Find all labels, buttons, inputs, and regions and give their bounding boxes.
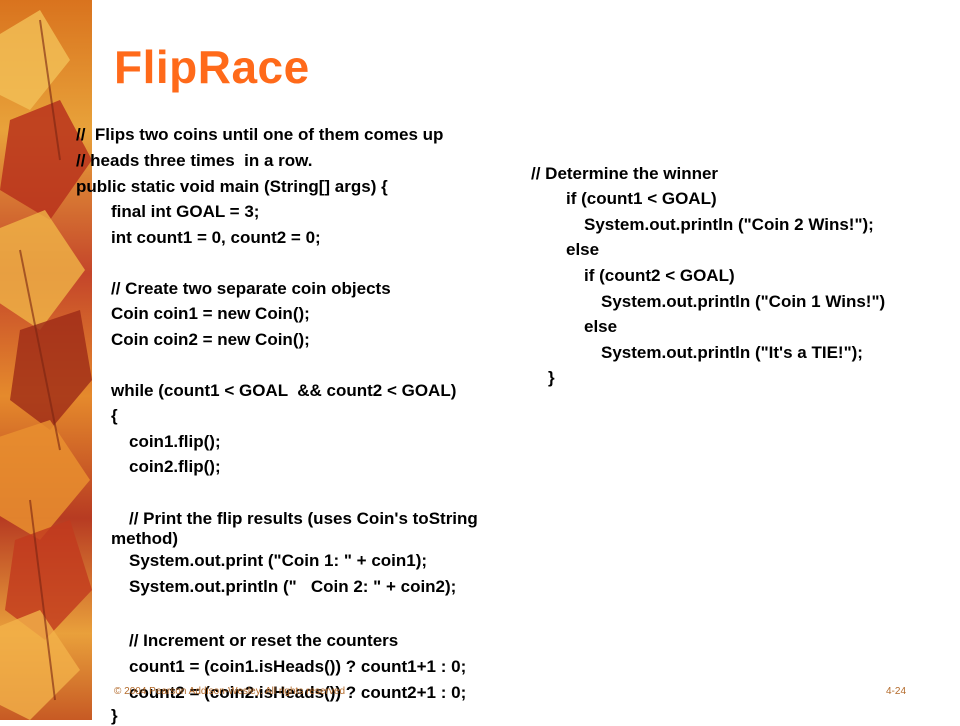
code-line: coin2.flip(); (129, 457, 221, 476)
code-line: count1 = (coin1.isHeads()) ? count1+1 : … (129, 657, 467, 676)
code-line: System.out.println ("Coin 2 Wins!"); (584, 215, 874, 234)
slide-number: 4-24 (886, 686, 907, 697)
code-line: // Increment or reset the counters (129, 631, 399, 650)
code-line: // Print the flip results (uses Coin's t… (129, 509, 478, 528)
code-line: while (count1 < GOAL && count2 < GOAL) (111, 381, 457, 400)
code-line: { (111, 406, 118, 425)
code-line: if (count2 < GOAL) (584, 266, 735, 285)
code-line: public static void main (String[] args) … (76, 177, 388, 196)
code-line: int count1 = 0, count2 = 0; (111, 228, 321, 247)
code-line: else (566, 240, 600, 259)
autumn-leaves-decoration (0, 0, 92, 720)
code-line: count2 = (coin2.isHeads()) ? count2+1 : … (129, 683, 467, 702)
code-line: // Create two separate coin objects (111, 279, 391, 298)
leaf-pattern (0, 10, 92, 720)
code-line: // heads three times in a row. (76, 151, 313, 170)
code-line: Coin coin1 = new Coin(); (111, 304, 310, 323)
code-line: if (count1 < GOAL) (566, 189, 717, 208)
code-line: method) (111, 529, 179, 548)
code-line: System.out.println (" Coin 2: " + coin2)… (129, 577, 457, 596)
code-line: coin1.flip(); (129, 432, 221, 451)
code-line: System.out.println ("Coin 1 Wins!") (601, 292, 886, 311)
code-line: } (111, 706, 118, 725)
copyright-footer: © 2004 Pearson Addison-Wesley. All right… (114, 686, 346, 697)
code-line: System.out.println ("It's a TIE!"); (601, 343, 863, 362)
code-line: // Determine the winner (531, 164, 719, 183)
code-line: // Flips two coins until one of them com… (76, 125, 444, 144)
code-line: System.out.print ("Coin 1: " + coin1); (129, 551, 428, 570)
code-line: else (584, 317, 618, 336)
code-line: final int GOAL = 3; (111, 202, 260, 221)
code-line: Coin coin2 = new Coin(); (111, 330, 310, 349)
slide-title: FlipRace (114, 41, 310, 93)
code-line: } (548, 368, 555, 387)
